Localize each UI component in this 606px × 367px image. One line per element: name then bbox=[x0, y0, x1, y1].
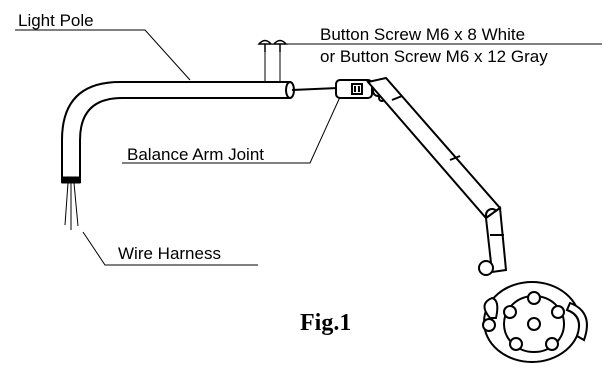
label-wire-harness: Wire Harness bbox=[118, 244, 221, 263]
light-pole-outer bbox=[61, 81, 290, 183]
button-screw-right bbox=[272, 39, 288, 45]
light-pole-collar bbox=[61, 176, 81, 184]
button-screw-pair bbox=[257, 39, 288, 52]
light-pole-inner bbox=[79, 97, 290, 183]
light-head-center bbox=[527, 317, 541, 331]
balance-arm bbox=[366, 76, 502, 222]
light-pole bbox=[61, 81, 295, 184]
button-screw-left bbox=[257, 39, 273, 45]
leader-lines bbox=[15, 29, 602, 266]
figure-caption: Fig.1 bbox=[300, 310, 352, 336]
label-button-screw-line1: Button Screw M6 x 8 White bbox=[320, 25, 526, 44]
joint-rod bbox=[291, 87, 339, 91]
leader-light-pole bbox=[15, 29, 191, 81]
leader-balance-arm-joint bbox=[122, 96, 341, 164]
wire-harness bbox=[64, 182, 79, 230]
light-head-handle-left bbox=[483, 296, 499, 319]
screw-drop-lines bbox=[264, 52, 281, 82]
label-button-screw-line2: or Button Screw M6 x 12 Gray bbox=[320, 47, 548, 66]
light-head bbox=[482, 281, 588, 363]
label-balance-arm-joint: Balance Arm Joint bbox=[127, 145, 265, 164]
label-light-pole: Light Pole bbox=[18, 11, 94, 30]
leader-wire-harness bbox=[82, 231, 258, 266]
lower-arm bbox=[478, 206, 508, 276]
light-head-handle-right bbox=[565, 301, 588, 342]
